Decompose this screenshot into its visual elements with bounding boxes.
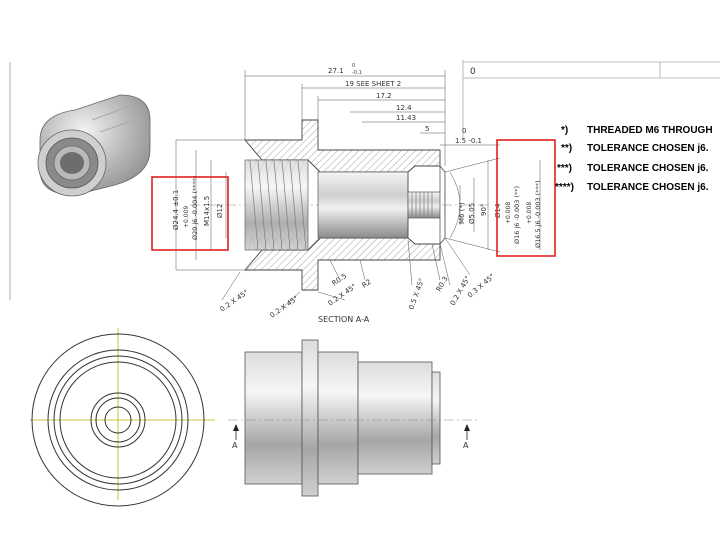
dim-overall-length: 27.1 xyxy=(328,67,344,75)
dim-dia-16-tol: +0.008 xyxy=(505,202,512,224)
callout-chamfer-3: 0.2 X 45° xyxy=(327,282,358,307)
dim-dia-12: Ø12 xyxy=(216,204,224,218)
right-diameter-dims xyxy=(444,157,541,253)
dim-90deg: 90° xyxy=(480,204,488,216)
section-marker-left: A xyxy=(232,441,238,450)
dim-5: 5 xyxy=(425,125,429,133)
dim-dia-14: Ø14 xyxy=(494,203,502,218)
note-text-1: THREADED M6 THROUGH xyxy=(587,125,713,136)
dim-dia-20: Ø20 j6 -0.004 (****) xyxy=(191,175,199,240)
note-text-2: TOLERANCE CHOSEN j6. xyxy=(587,143,709,154)
dim-dia-24-4: Ø24.4 ±0.1 xyxy=(172,190,180,230)
callout-r0-3: R0.3 xyxy=(435,275,450,293)
top-dimensions xyxy=(244,70,500,166)
dim-dia-16-5: Ø16.5 j6 -0.003 (***) xyxy=(534,180,542,248)
title-block-value: 0 xyxy=(470,67,476,77)
front-view xyxy=(30,328,215,507)
note-key-3: ***) xyxy=(557,163,572,174)
note-key-1: *) xyxy=(561,125,568,136)
dim-dia-16: Ø16 j6 -0.003 (**) xyxy=(513,186,521,244)
dim-dia-20-tol: +0.009 xyxy=(183,206,190,228)
section-marker-right: A xyxy=(463,441,469,450)
isometric-part-render xyxy=(37,94,151,197)
dim-overall-upper: 0 xyxy=(352,63,355,69)
highlight-box-left xyxy=(151,176,229,251)
callout-leaders xyxy=(221,237,471,311)
note-text-3: TOLERANCE CHOSEN j6. xyxy=(587,163,709,174)
callout-chamfer-4: 0.5 X 45° xyxy=(407,277,426,311)
dim-see-sheet: 19 SEE SHEET 2 xyxy=(345,80,401,88)
callout-r0-5: R0.5 xyxy=(331,272,349,288)
dim-dia-5-05: Ø5.05 xyxy=(468,203,476,224)
dim-17-2: 17.2 xyxy=(376,92,392,100)
dim-m6: M6 (*) xyxy=(458,202,466,224)
note-text-4: TOLERANCE CHOSEN j6. xyxy=(587,182,709,193)
callout-chamfer-1: 0.2 X 45° xyxy=(219,288,250,313)
note-key-4: ****) xyxy=(555,182,574,193)
callout-r2: R2 xyxy=(361,278,373,290)
callout-chamfer-6: 0.3 X 45° xyxy=(466,272,496,299)
dim-12-4: 12.4 xyxy=(396,104,412,112)
dim-overall-lower: -0.1 xyxy=(352,70,362,76)
left-diameter-dims xyxy=(175,139,245,271)
side-view xyxy=(228,339,480,497)
dim-0: 0 xyxy=(462,127,466,135)
dim-dia-16-5-tol: +0.008 xyxy=(526,202,533,224)
notes-block: *) THREADED M6 THROUGH **) TOLERANCE CHO… xyxy=(555,125,713,193)
section-view xyxy=(190,119,490,291)
note-key-2: **) xyxy=(561,143,572,154)
dim-m14: M14x1.5 xyxy=(203,196,211,226)
dim-11-43: 11.43 xyxy=(396,114,416,122)
dim-1-5: 1.5 -0.1 xyxy=(455,137,482,145)
section-label: SECTION A-A xyxy=(318,315,370,324)
callout-chamfer-2: 0.2 X 45° xyxy=(269,294,300,319)
highlight-box-right xyxy=(496,139,556,257)
